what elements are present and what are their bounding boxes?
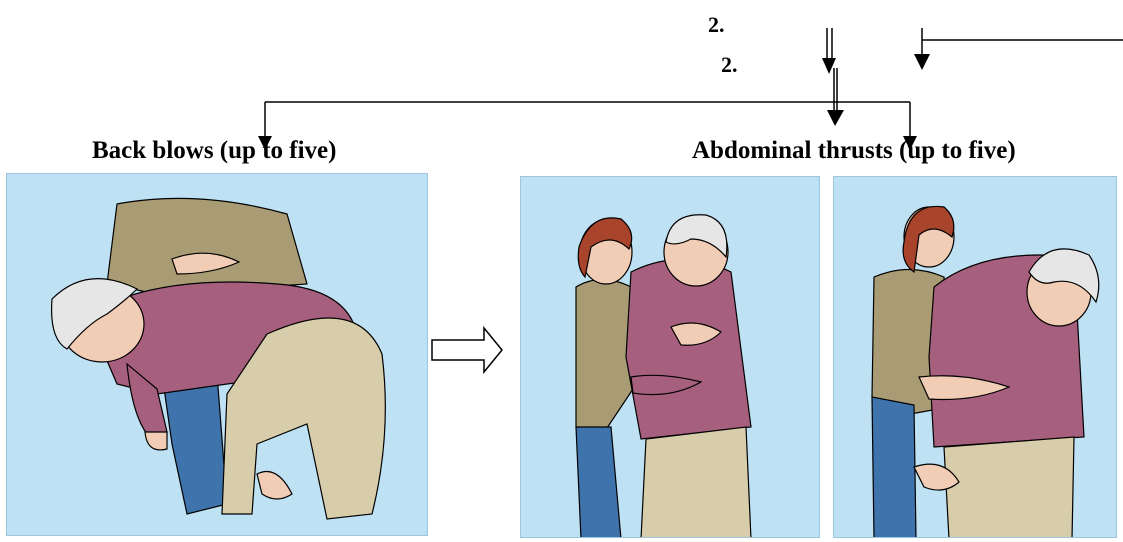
abdominal-thrust-illustration-side <box>833 176 1117 538</box>
back-blows-title: Back blows (up to five) <box>92 138 336 163</box>
right-arrow-icon <box>432 328 502 372</box>
back-blows-illustration <box>6 173 428 536</box>
abdominal-thrust-illustration-front <box>520 176 820 538</box>
step-number-bottom: 2. <box>721 54 738 76</box>
abdominal-thrusts-title: Abdominal thrusts (up to five) <box>692 138 1016 163</box>
connector-double-arrow-lower <box>827 68 844 126</box>
connector-double-arrow-upper <box>822 28 836 74</box>
step-number-top: 2. <box>708 14 725 36</box>
connector-top-right <box>914 28 1123 70</box>
